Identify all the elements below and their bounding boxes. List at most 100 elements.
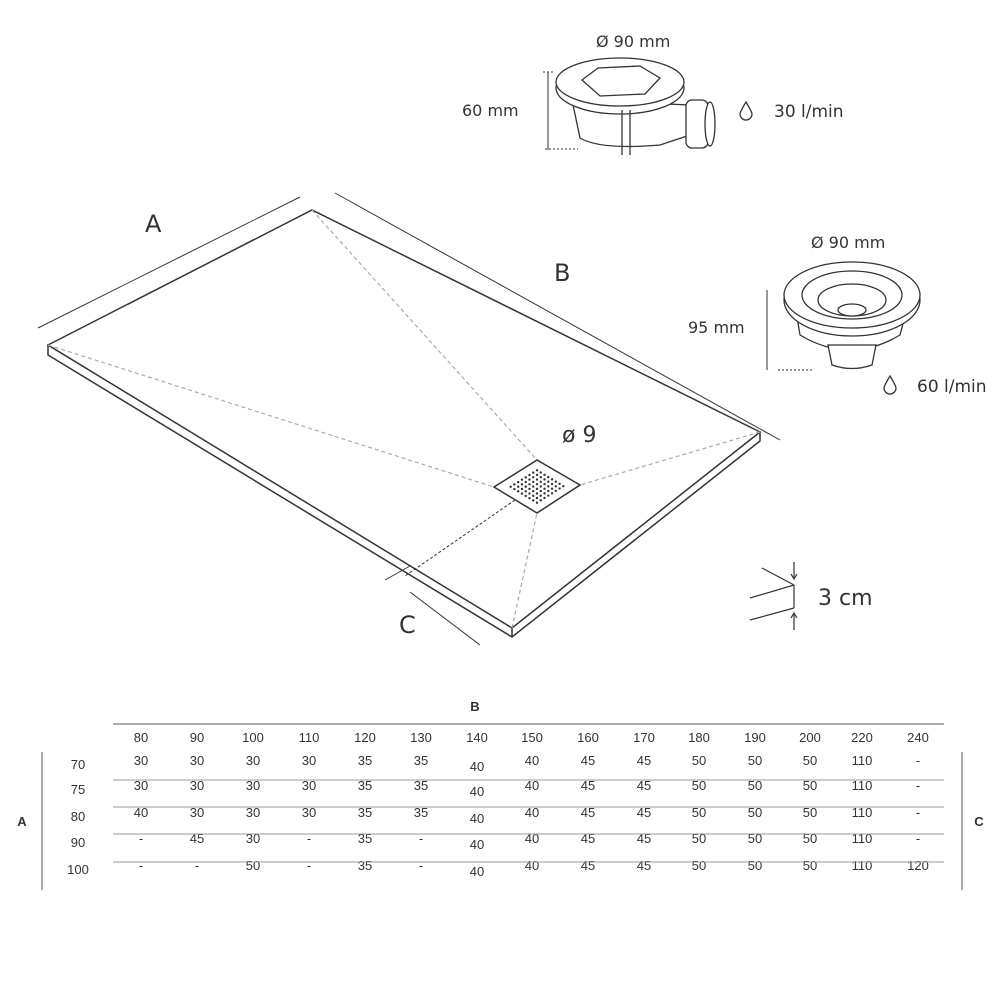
grate-hole (509, 485, 512, 489)
grate-hole (528, 487, 531, 491)
grate-hole (539, 485, 542, 488)
table-cell: 35 (414, 753, 428, 768)
column-header: 190 (744, 730, 766, 745)
drain-large-icon (783, 261, 921, 370)
table-cell: - (307, 858, 311, 873)
table-cell: 50 (692, 831, 706, 846)
column-header: 140 (466, 730, 488, 745)
table-cell: - (916, 753, 920, 768)
shower-tray (37, 192, 781, 646)
grate-hole (528, 478, 531, 481)
grate-hole (547, 480, 550, 483)
grate-hole (532, 485, 535, 488)
table-cell: 50 (748, 831, 762, 846)
column-header: 180 (688, 730, 710, 745)
drain-large-height: 95 mm (688, 318, 745, 337)
dimension-label-b: B (554, 259, 570, 287)
drain-small-height: 60 mm (462, 101, 519, 120)
grate-hole (535, 478, 539, 481)
drain-small-diameter: Ø 90 mm (596, 32, 670, 51)
column-header: 220 (851, 730, 873, 745)
grate-hole (539, 471, 542, 474)
grate-hole (543, 478, 546, 481)
table-cell: 40 (525, 831, 539, 846)
row-header: 100 (67, 862, 89, 877)
dimension-line-a (37, 196, 301, 329)
grate-hole (516, 480, 520, 484)
table-cell: 40 (470, 837, 484, 852)
table-cell: 45 (581, 858, 595, 873)
column-header: 160 (577, 730, 599, 745)
grate-hole (543, 487, 546, 490)
grate-hole (513, 483, 516, 486)
grate-hole (543, 482, 546, 486)
grate-hole (524, 480, 527, 484)
drain-small-flow: 30 l/min (774, 102, 844, 122)
table-cell: 50 (692, 858, 706, 873)
drain-offset-line (404, 499, 516, 577)
grate-hole (550, 492, 554, 495)
grate-hole (524, 476, 527, 479)
table-cell: - (307, 831, 311, 846)
water-drop-icon (883, 374, 897, 395)
table-cell: 40 (470, 811, 484, 826)
grate-hole (528, 483, 531, 486)
table-cell: 30 (190, 778, 204, 793)
table-cell: 50 (803, 858, 817, 873)
table-cell: 35 (358, 831, 372, 846)
grate-hole (535, 496, 539, 500)
table-cell: - (139, 858, 143, 873)
grate-hole (532, 499, 535, 502)
table-cell: 45 (190, 831, 204, 846)
grate-hole (543, 496, 546, 500)
column-header: 240 (907, 730, 929, 745)
table-cell: 40 (525, 778, 539, 793)
row-header: 80 (71, 809, 85, 824)
grate-hole (532, 476, 535, 479)
table-cell: 45 (637, 805, 651, 820)
grate-hole (528, 496, 531, 500)
grate-hole (532, 480, 535, 484)
grate-hole (524, 494, 527, 498)
grate-hole (539, 489, 542, 493)
table-cell: 35 (358, 858, 372, 873)
table-cell: - (195, 858, 199, 873)
table-cell: 40 (525, 858, 539, 873)
table-cell: 45 (581, 753, 595, 768)
row-header: 90 (71, 835, 85, 850)
table-cell: 50 (692, 805, 706, 820)
column-header: 120 (354, 730, 376, 745)
table-cell: 35 (358, 778, 372, 793)
dimension-line-c (409, 591, 481, 646)
grate-hole (543, 492, 546, 495)
table-cell: - (139, 831, 143, 846)
grate-hole (535, 482, 539, 486)
grate-hole (524, 485, 527, 488)
table-cell: - (419, 858, 423, 873)
table-cell: 110 (852, 778, 873, 793)
column-header: 200 (799, 730, 821, 745)
table-cell: 50 (246, 858, 260, 873)
table-cell: 45 (637, 831, 651, 846)
tray-top-surface (46, 209, 762, 629)
column-header: 90 (190, 730, 204, 745)
table-cell: 110 (852, 831, 873, 846)
grate-hole (520, 492, 524, 495)
table-cell: 50 (692, 778, 706, 793)
table-cell: 45 (581, 831, 595, 846)
column-header: 170 (633, 730, 655, 745)
table-cell: 45 (637, 753, 651, 768)
table-cell: 50 (803, 805, 817, 820)
grate-hole (539, 499, 542, 502)
grate-hole (554, 485, 558, 488)
table-cell: 50 (803, 778, 817, 793)
grate-hole (535, 501, 539, 504)
column-header: 80 (134, 730, 148, 745)
dimension-label-c: C (399, 611, 416, 639)
grate-hole (513, 487, 516, 491)
grate-hole (550, 482, 554, 486)
grate-hole (539, 480, 542, 484)
grate-hole (535, 469, 539, 472)
